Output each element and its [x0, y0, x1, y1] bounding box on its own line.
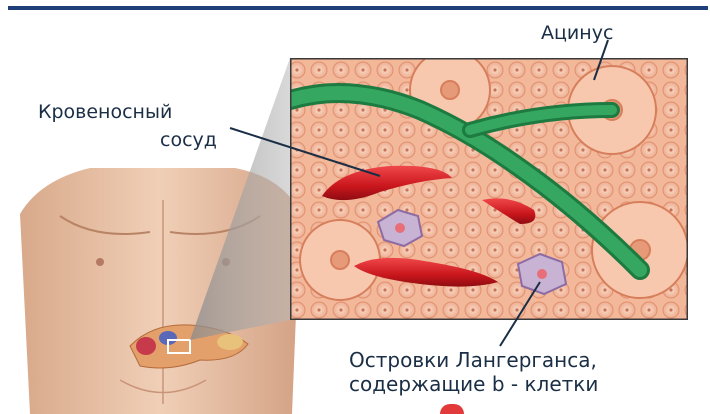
blood-vessel-label-line1: Кровеносный	[38, 101, 172, 123]
blood-vessel-label-line2: сосуд	[160, 129, 217, 151]
islets-label-line2: содержащие b - клетки	[349, 373, 598, 395]
acinus-label: Ацинус	[541, 22, 613, 44]
watermark-mark	[440, 404, 464, 414]
magnified-tissue	[290, 50, 688, 320]
islets-label-line1: Островки Лангерганса,	[349, 349, 597, 371]
